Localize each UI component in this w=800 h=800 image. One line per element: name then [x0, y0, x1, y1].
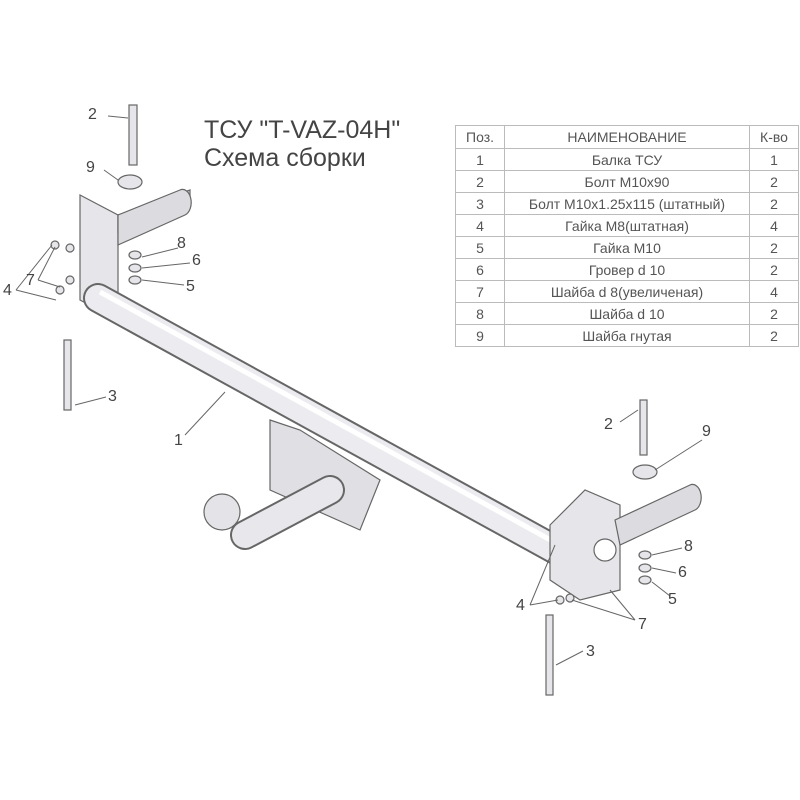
callout-8-right: 8 [684, 538, 693, 555]
callout-5-left: 5 [186, 278, 195, 295]
cell-qty: 1 [749, 148, 799, 171]
callout-7-left: 7 [26, 272, 35, 289]
callout-4-right: 4 [516, 597, 525, 614]
tow-ball [203, 493, 241, 531]
callout-3-right: 3 [586, 643, 595, 660]
callout-6-left: 6 [192, 252, 201, 269]
cell-name: Болт М10х1.25х115 (штатный) [504, 192, 750, 215]
cell-qty: 2 [749, 192, 799, 215]
cell-pos: 4 [455, 214, 505, 237]
cell-qty: 2 [749, 258, 799, 281]
cell-name: Балка ТСУ [504, 148, 750, 171]
cell-qty: 2 [749, 170, 799, 193]
callout-2-right: 2 [604, 416, 613, 433]
callout-4-left: 4 [3, 282, 12, 299]
cell-qty: 4 [749, 214, 799, 237]
cell-pos: 2 [455, 170, 505, 193]
cell-pos: 8 [455, 302, 505, 325]
ball-mount-plate [269, 419, 381, 531]
cell-pos: 3 [455, 192, 505, 215]
cell-name: Шайба гнутая [504, 324, 750, 347]
cell-pos: 9 [455, 324, 505, 347]
right-side-tube [614, 483, 702, 546]
callout-1: 1 [174, 432, 183, 449]
left-side-tube [117, 188, 192, 246]
bolt-2-left [128, 104, 138, 166]
header-name: НАИМЕНОВАНИЕ [504, 125, 750, 149]
callout-9-right: 9 [702, 423, 711, 440]
cell-name: Болт М10х90 [504, 170, 750, 193]
callout-9-left: 9 [86, 159, 95, 176]
cell-qty: 2 [749, 324, 799, 347]
cell-pos: 7 [455, 280, 505, 303]
diagram-title: ТСУ "T-VAZ-04H" [204, 116, 401, 144]
callout-6-right: 6 [678, 564, 687, 581]
cell-qty: 4 [749, 280, 799, 303]
callout-2-left: 2 [88, 106, 97, 123]
table-header: Поз. НАИМЕНОВАНИЕ К-во [455, 125, 799, 149]
cell-name: Шайба d 10 [504, 302, 750, 325]
cell-name: Шайба d 8(увеличеная) [504, 280, 750, 303]
callout-7-right: 7 [638, 616, 647, 633]
cell-qty: 2 [749, 236, 799, 259]
callout-3-left: 3 [108, 388, 117, 405]
diagram-subtitle: Схема сборки [204, 144, 366, 172]
callout-5-right: 5 [668, 591, 677, 608]
header-pos: Поз. [455, 125, 505, 149]
cell-name: Гровер d 10 [504, 258, 750, 281]
cell-pos: 5 [455, 236, 505, 259]
cell-name: Гайка М8(штатная) [504, 214, 750, 237]
cell-name: Гайка М10 [504, 236, 750, 259]
cell-qty: 2 [749, 302, 799, 325]
cell-pos: 1 [455, 148, 505, 171]
cell-pos: 6 [455, 258, 505, 281]
right-bracket [549, 489, 621, 601]
callout-8-left: 8 [177, 235, 186, 252]
header-qty: К-во [749, 125, 799, 149]
